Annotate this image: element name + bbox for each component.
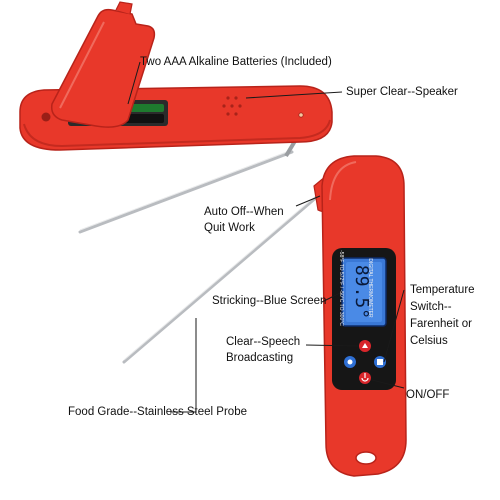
battery-door <box>50 8 156 128</box>
callout-blue-screen: Stricking--Blue Screen <box>212 295 327 307</box>
callout-temperature-switch-line3: Farenheit or <box>410 318 473 330</box>
callout-temperature-switch-line2: Switch-- <box>410 301 452 313</box>
callout-temperature-switch: Temperature Switch-- Farenheit or Celsiu… <box>410 282 475 350</box>
callout-temperature-switch-line1: Temperature <box>410 284 475 296</box>
speaker-grill <box>222 96 242 116</box>
bottom-probe <box>122 194 320 364</box>
callout-speech: Clear--Speech Broadcasting <box>226 334 300 366</box>
callout-speech-line1: Clear--Speech <box>226 336 301 348</box>
speech-button[interactable] <box>359 340 371 352</box>
callout-batteries: Two AAA Alkaline Batteries (Included) <box>140 56 332 68</box>
callout-auto-off-line2: Quit Work <box>204 222 255 234</box>
bottom-hang-hole <box>355 451 377 465</box>
top-probe <box>78 150 294 234</box>
callout-auto-off-line1: Auto Off--When <box>204 206 284 218</box>
callout-speech-line2: Broadcasting <box>226 352 294 364</box>
temperature-switch-button[interactable] <box>374 356 386 368</box>
device-range-label: -58°F TO 572°F / -50°C TO 300°C <box>338 250 344 326</box>
callout-leader-lines <box>127 61 405 413</box>
callout-on-off: ON/OFF <box>406 389 450 401</box>
callout-temperature-switch-line4: Celsius <box>410 335 448 347</box>
callout-probe: Food Grade--Stainless Steel Probe <box>68 406 247 418</box>
device-model-label: DIGITAL THERMOMETER <box>367 258 373 318</box>
hang-hole <box>41 112 51 122</box>
callout-auto-off: Auto Off--When Quit Work <box>204 204 284 236</box>
callout-speaker: Super Clear--Speaker <box>346 86 458 98</box>
power-button[interactable] <box>359 372 371 384</box>
gear-button[interactable] <box>344 356 356 368</box>
